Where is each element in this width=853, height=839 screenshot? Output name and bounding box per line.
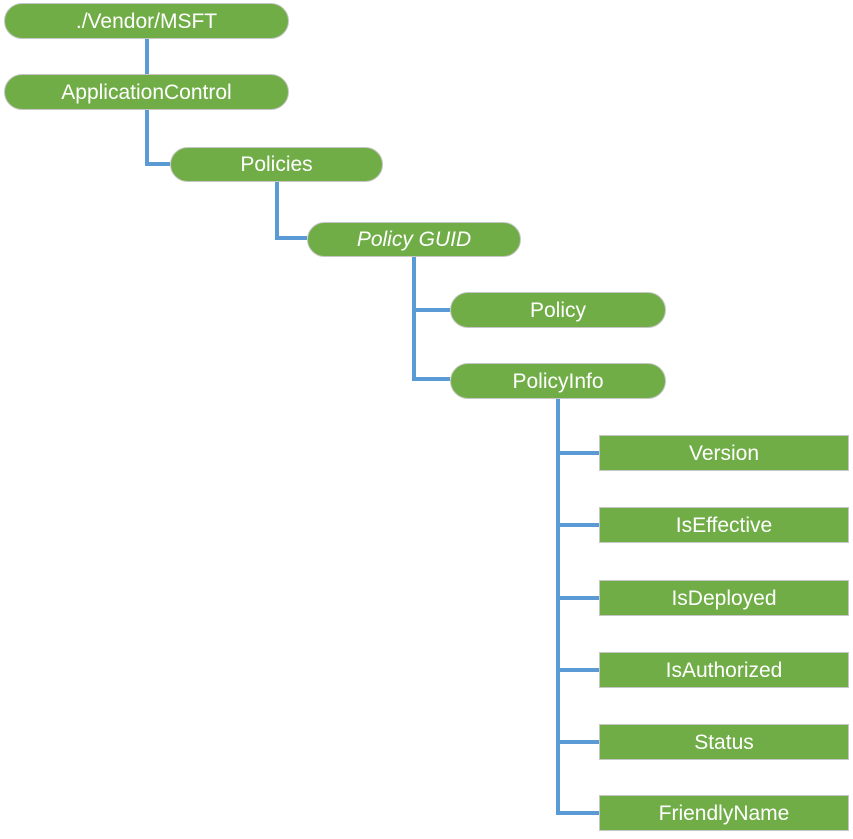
node-application-control-label: ApplicationControl: [61, 80, 232, 104]
node-policy-guid-label: Policy GUID: [356, 228, 472, 251]
node-status: Status: [599, 724, 849, 760]
node-is-effective: IsEffective: [599, 507, 849, 543]
node-friendly-name: FriendlyName: [599, 795, 849, 831]
node-version-label: Version: [688, 441, 760, 465]
node-policy-info: PolicyInfo: [450, 363, 666, 399]
node-policies: Policies: [170, 147, 383, 182]
node-version: Version: [599, 435, 849, 471]
connector-appcontrol-to-policies-horizontal: [145, 162, 170, 166]
connector-policyinfo-to-status: [556, 740, 599, 744]
connector-policyguid-to-policy: [412, 308, 450, 312]
node-is-authorized-label: IsAuthorized: [665, 658, 783, 682]
node-is-authorized: IsAuthorized: [599, 652, 849, 688]
node-friendly-name-label: FriendlyName: [658, 801, 790, 825]
connector-policies-to-policyguid-vertical: [275, 182, 279, 240]
node-is-deployed-label: IsDeployed: [671, 586, 777, 610]
node-policies-label: Policies: [240, 153, 313, 176]
connector-policyinfo-to-isauthorized: [556, 668, 599, 672]
node-policy: Policy: [450, 292, 666, 328]
node-policy-info-label: PolicyInfo: [512, 369, 604, 393]
connector-policyinfo-to-version: [556, 451, 599, 455]
connector-appcontrol-to-policies-vertical: [145, 110, 149, 166]
node-vendor-msft-label: ./Vendor/MSFT: [75, 9, 218, 33]
connector-policies-to-policyguid-horizontal: [275, 236, 307, 240]
node-vendor-msft: ./Vendor/MSFT: [4, 3, 289, 39]
connector-vendor-to-appcontrol: [145, 39, 149, 74]
connector-policyguid-to-policyinfo: [412, 377, 450, 381]
connector-policyinfo-trunk: [556, 399, 560, 815]
connector-policyinfo-to-iseffective: [556, 523, 599, 527]
node-status-label: Status: [694, 730, 754, 754]
connector-policyguid-trunk: [412, 257, 416, 381]
node-application-control: ApplicationControl: [4, 74, 289, 110]
connector-policyinfo-to-friendlyname: [556, 811, 599, 815]
node-is-deployed: IsDeployed: [599, 580, 849, 616]
node-policy-guid: Policy GUID: [307, 222, 521, 257]
node-policy-label: Policy: [529, 298, 587, 322]
node-is-effective-label: IsEffective: [675, 513, 773, 537]
connector-policyinfo-to-isdeployed: [556, 596, 599, 600]
